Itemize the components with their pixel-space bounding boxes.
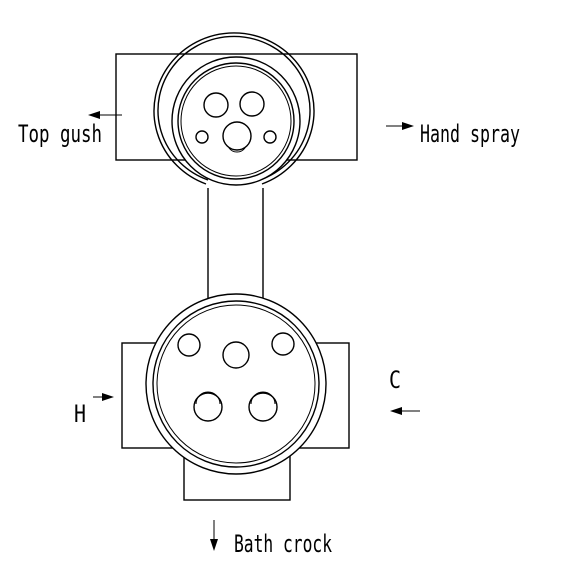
upper-port-center-arc [228, 147, 246, 153]
lower-port-2 [222, 341, 250, 369]
top-gush-arrowhead [88, 111, 100, 119]
hot-label: H [74, 400, 86, 428]
arrows [88, 111, 420, 551]
connecting-tube [207, 188, 264, 300]
upper-port-3 [195, 130, 209, 144]
upper-ring-outer [171, 56, 301, 186]
upper-ring-inner [177, 62, 295, 180]
cold-label: C [389, 366, 401, 394]
upper-port-2 [239, 91, 265, 117]
hand-spray-label: Hand spray [420, 120, 520, 148]
cold-arrowhead [390, 407, 402, 415]
top-gush-label: Top gush [18, 120, 102, 148]
bath-crock-label: Bath crock [234, 530, 332, 558]
hot-arrowhead [102, 393, 114, 401]
lower-port-cold-arc [250, 391, 276, 405]
lower-ring-inner [156, 304, 316, 464]
bath-crock-arrowhead [210, 539, 218, 551]
upper-housing-outer [153, 32, 315, 185]
upper-housing-inner [157, 35, 311, 181]
upper-ring-innermost [180, 65, 292, 177]
upper-port-1 [203, 92, 229, 118]
lower-ring-outer [145, 293, 327, 475]
lower-port-3 [271, 332, 295, 356]
lower-ring-mid [152, 300, 320, 468]
lower-mixer [121, 293, 350, 501]
upper-port-4 [263, 130, 277, 144]
lower-port-1 [177, 333, 201, 357]
lower-port-cold [248, 392, 278, 422]
upper-port-center [222, 121, 252, 151]
hand-spray-arrowhead [402, 122, 414, 130]
upper-diverter [115, 32, 358, 186]
lower-port-hot [193, 392, 223, 422]
lower-port-hot-arc [195, 391, 221, 405]
